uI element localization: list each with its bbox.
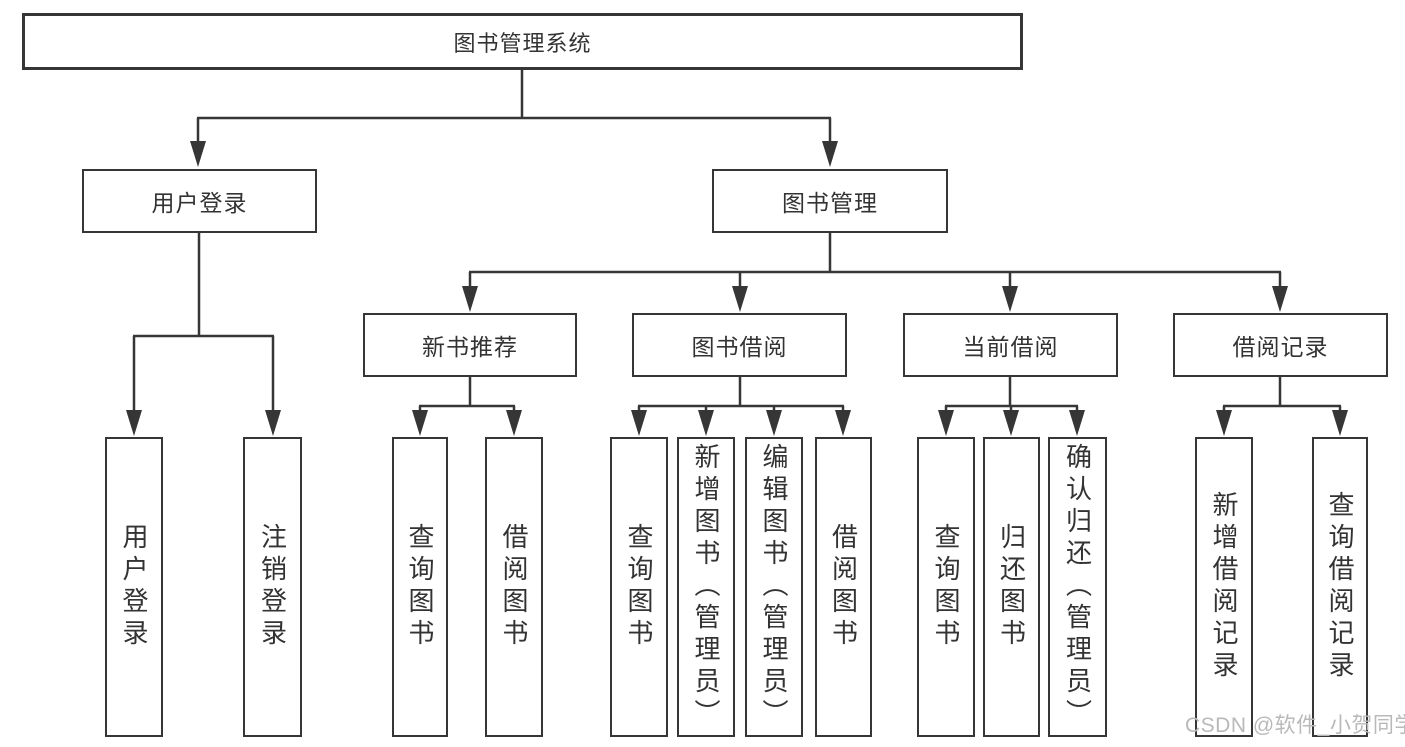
edge-new-book-recommend-to-leaves bbox=[418, 377, 516, 414]
leaf-return-book-label: 归还图书 bbox=[996, 523, 1027, 651]
leaf-add-borrow-record: 新增借阅记录 bbox=[1195, 437, 1253, 737]
leaf-borrow-book-label: 借阅图书 bbox=[828, 523, 859, 651]
arrowhead bbox=[938, 410, 954, 436]
arrowhead bbox=[732, 286, 748, 312]
node-book-management: 图书管理 bbox=[712, 169, 948, 233]
leaf-query-book-recommend-label: 查询图书 bbox=[405, 523, 435, 651]
arrowhead bbox=[265, 410, 281, 436]
leaf-query-book-borrow-label: 查询图书 bbox=[624, 523, 654, 651]
leaf-confirm-return-admin-label: 确认归还（管理员） bbox=[1062, 443, 1093, 731]
node-book-borrow-label: 图书借阅 bbox=[691, 334, 788, 360]
arrowhead bbox=[190, 141, 206, 167]
leaf-edit-book-admin: 编辑图书（管理员） bbox=[745, 437, 803, 737]
leaf-add-book-admin: 新增图书（管理员） bbox=[677, 437, 735, 737]
edge-root-to-level2 bbox=[196, 70, 832, 145]
node-new-book-recommend-label: 新书推荐 bbox=[422, 334, 518, 360]
node-book-management-label: 图书管理 bbox=[782, 190, 878, 216]
leaf-confirm-return-admin: 确认归还（管理员） bbox=[1048, 437, 1107, 737]
arrowhead bbox=[1332, 410, 1348, 436]
leaf-add-book-admin-label: 新增图书（管理员） bbox=[691, 443, 721, 731]
csdn-watermark: CSDN @软件_小贺同学 bbox=[1185, 714, 1405, 737]
leaf-query-borrow-record-label: 查询借阅记录 bbox=[1325, 491, 1355, 683]
arrowhead bbox=[1069, 410, 1085, 436]
edge-lines bbox=[132, 70, 1342, 414]
node-user-login-label: 用户登录 bbox=[151, 190, 248, 216]
arrowhead bbox=[1002, 286, 1018, 312]
edge-borrow-record-to-leaves bbox=[1222, 377, 1342, 414]
leaf-user-login: 用户登录 bbox=[105, 437, 163, 737]
leaf-query-book-current: 查询图书 bbox=[917, 437, 975, 737]
arrowhead bbox=[631, 410, 647, 436]
arrowhead bbox=[412, 410, 428, 436]
arrowhead bbox=[1272, 286, 1288, 312]
arrowhead bbox=[1216, 410, 1232, 436]
leaf-query-borrow-record: 查询借阅记录 bbox=[1312, 437, 1368, 737]
node-current-borrow-label: 当前借阅 bbox=[962, 334, 1059, 360]
leaf-return-book: 归还图书 bbox=[983, 437, 1040, 737]
arrowhead bbox=[126, 410, 142, 436]
node-root-label: 图书管理系统 bbox=[453, 30, 592, 56]
arrowhead bbox=[835, 410, 851, 436]
leaf-borrow-book-recommend-label: 借阅图书 bbox=[499, 523, 529, 651]
edge-book-borrow-to-leaves bbox=[637, 377, 845, 414]
edge-book-management-to-level3 bbox=[468, 233, 1282, 290]
arrowhead bbox=[506, 410, 522, 436]
node-book-borrow: 图书借阅 bbox=[632, 313, 847, 377]
leaf-borrow-book: 借阅图书 bbox=[815, 437, 872, 737]
leaf-add-borrow-record-label: 新增借阅记录 bbox=[1209, 491, 1239, 683]
leaf-logout-login-label: 注销登录 bbox=[257, 523, 288, 651]
node-root-system: 图书管理系统 bbox=[22, 13, 1023, 70]
arrowhead bbox=[698, 410, 714, 436]
node-borrow-record: 借阅记录 bbox=[1173, 313, 1388, 377]
node-borrow-record-label: 借阅记录 bbox=[1232, 334, 1329, 360]
leaf-edit-book-admin-label: 编辑图书（管理员） bbox=[759, 443, 789, 731]
arrowheads bbox=[126, 141, 1348, 436]
leaf-logout-login: 注销登录 bbox=[243, 437, 302, 737]
leaf-query-book-recommend: 查询图书 bbox=[392, 437, 448, 737]
leaf-query-book-current-label: 查询图书 bbox=[931, 523, 961, 651]
leaf-query-book-borrow: 查询图书 bbox=[610, 437, 668, 737]
node-new-book-recommend: 新书推荐 bbox=[363, 313, 577, 377]
node-user-login: 用户登录 bbox=[82, 169, 317, 233]
leaf-borrow-book-recommend: 借阅图书 bbox=[485, 437, 543, 737]
arrowhead bbox=[1003, 410, 1019, 436]
arrowhead bbox=[462, 286, 478, 312]
leaf-user-login-label: 用户登录 bbox=[119, 523, 149, 651]
arrowhead bbox=[822, 141, 838, 167]
node-current-borrow: 当前借阅 bbox=[903, 313, 1118, 377]
arrowhead bbox=[766, 410, 782, 436]
edge-current-borrow-to-leaves bbox=[944, 377, 1079, 414]
edge-user-login-to-leaves bbox=[132, 233, 275, 414]
